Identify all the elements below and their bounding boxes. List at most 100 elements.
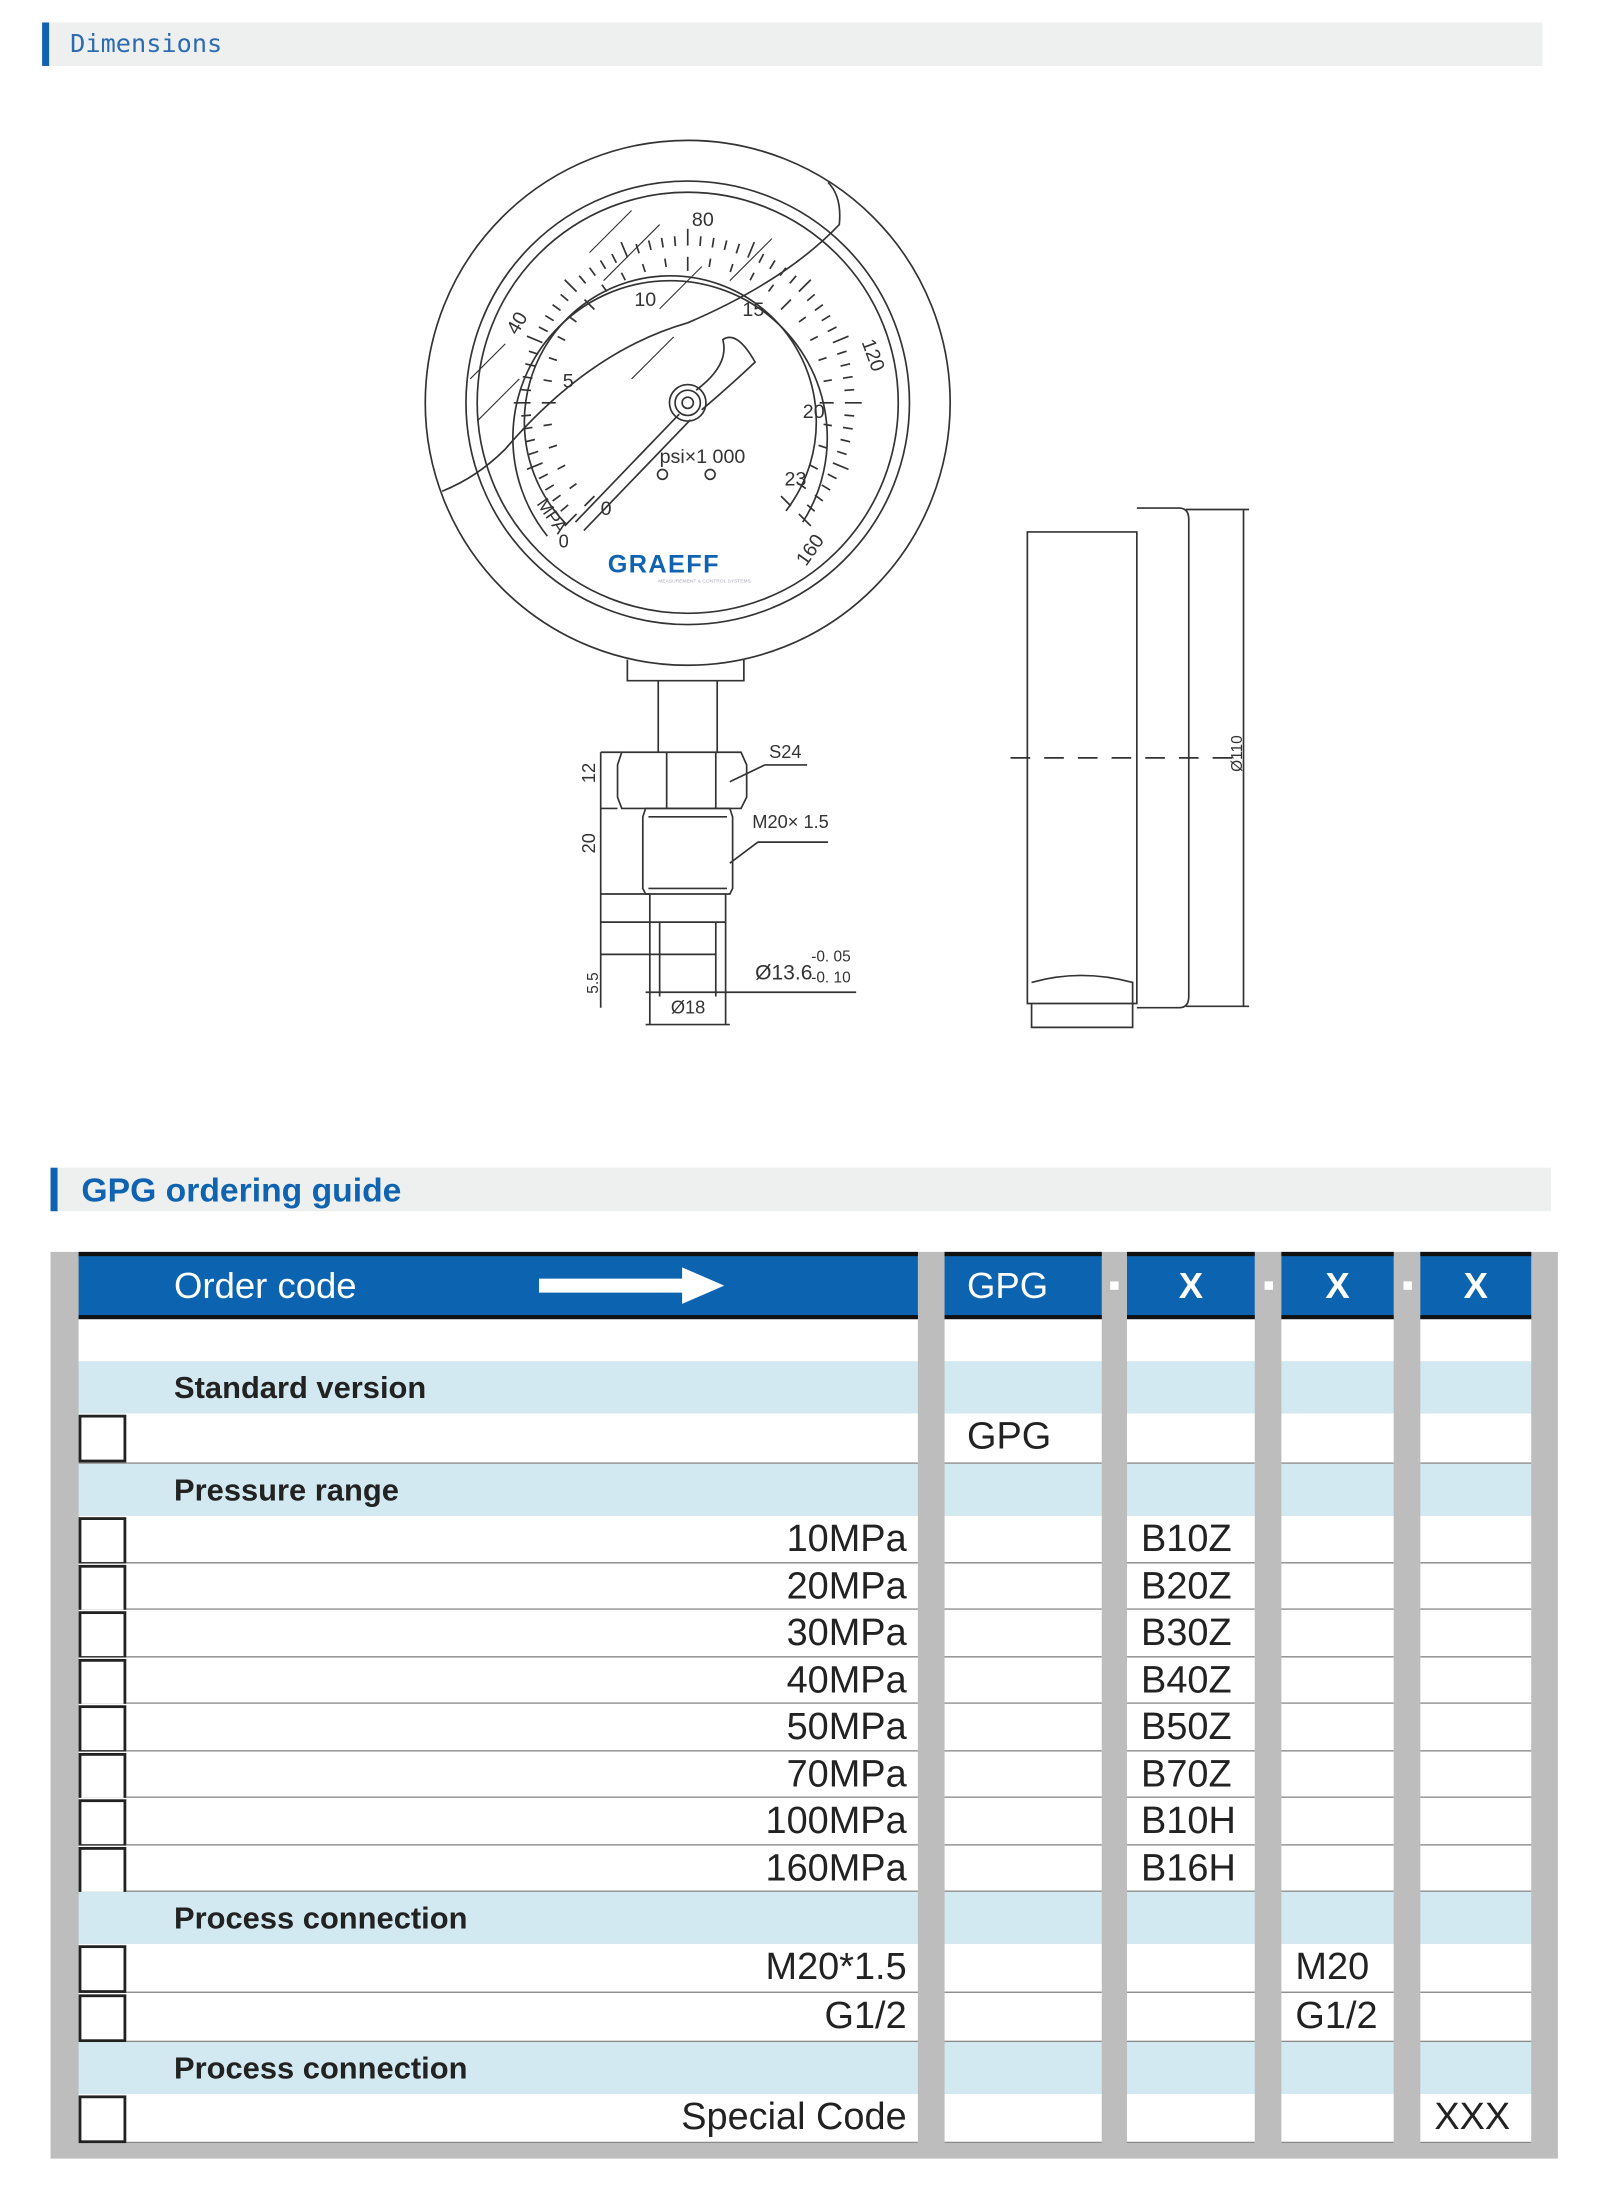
spacer-row [1281,1319,1394,1362]
brand-logo: GRAEFF [608,551,720,579]
table-row [1127,2094,1255,2144]
gauge-front-view [424,139,952,753]
table-row [1281,1656,1394,1704]
dimensions-section-header: Dimensions [42,22,1543,66]
table-row [1420,1515,1532,1563]
option-code: B50Z [1141,1705,1232,1748]
table-row [1420,1797,1532,1845]
table-row [944,1609,1102,1657]
option-label: 160MPa [765,1846,907,1889]
table-row [944,1413,1102,1464]
spacer-row [1127,1319,1255,1362]
scale-ticks [513,228,862,527]
inner-label-20: 20 [803,401,825,423]
option-label: 50MPa [786,1705,907,1748]
table-row [1420,1609,1532,1657]
option-code: B16H [1141,1846,1236,1889]
table-row [1281,1413,1394,1464]
option-checkbox[interactable] [78,2095,127,2144]
table-row [1127,1656,1255,1704]
section-band [944,1463,1102,1516]
section-band [1420,2042,1532,2095]
table-row [1420,1562,1532,1610]
table-row [78,1750,918,1798]
section-title: Process connection [174,1900,468,1936]
table-row [944,1750,1102,1798]
inner-label-23: 23 [785,469,807,491]
gauge-dimension-drawing: 40 80 120 160 0 5 10 15 20 23 MPA 0 psi×… [424,139,1250,1029]
order-code-label: Order code [174,1263,357,1306]
option-checkbox[interactable] [78,1414,127,1463]
header-x2: X [1281,1251,1394,1320]
accent-bar [42,22,50,66]
option-label: Special Code [681,2095,907,2138]
spacer-row [1420,1319,1532,1362]
section-band [78,1463,918,1516]
option-checkbox[interactable] [78,1945,127,1993]
dim-diameter-18: Ø18 [671,996,705,1017]
table-row [944,1562,1102,1610]
table-row [1281,1797,1394,1845]
table-row [1127,1992,1255,2043]
option-code: M20 [1295,1945,1370,1988]
ordering-guide-title: GPG ordering guide [81,1171,402,1210]
table-row [944,2094,1102,2144]
table-row [944,1992,1102,2043]
table-row [1420,1750,1532,1798]
table-row [1281,1992,1394,2043]
dim-thread: M20× 1.5 [752,811,829,832]
option-label: 70MPa [786,1752,907,1795]
inner-label-15: 15 [742,299,764,321]
section-band [1420,1463,1532,1516]
option-code: B30Z [1141,1611,1232,1654]
table-row [1127,1943,1255,1993]
table-row [78,2094,918,2144]
table-row [1281,1943,1394,1993]
table-row [1127,1703,1255,1751]
option-code: B70Z [1141,1752,1232,1795]
dim-diameter-110: Ø110 [1229,735,1246,772]
table-row [78,1992,918,2043]
separator-dash [1110,1281,1119,1290]
option-checkbox[interactable] [78,1994,127,2043]
dim-hex-size: S24 [769,741,801,762]
table-row [1420,2094,1532,2144]
option-code: B10Z [1141,1517,1232,1560]
header-x1-label: X [1178,1263,1204,1306]
dim-diameter-13-6: Ø13.6 [755,962,812,985]
section-band [944,1361,1102,1414]
dimensions-title: Dimensions [70,29,223,59]
table-row [1127,1413,1255,1464]
option-code: B10H [1141,1799,1236,1842]
section-band [1281,1361,1394,1414]
inner-label-5: 5 [563,370,574,392]
table-row [78,1515,918,1563]
section-band [944,2042,1102,2095]
inner-label-0: 0 [601,498,612,520]
table-row [1127,1797,1255,1845]
option-label: 30MPa [786,1611,907,1654]
option-label: 10MPa [786,1517,907,1560]
header-x3: X [1420,1251,1532,1320]
dim-5-5: 5.5 [585,972,602,993]
section-band [1127,1361,1255,1414]
outer-label-120: 120 [857,336,889,374]
table-row [78,1797,918,1845]
section-band [1420,1361,1532,1414]
table-row [78,1562,918,1610]
table-row [78,1609,918,1657]
table-row [1281,1703,1394,1751]
table-row [1127,1515,1255,1563]
tolerance-upper: -0. 05 [811,948,850,965]
table-row [1420,1844,1532,1892]
dim-12: 12 [578,763,599,783]
section-title: Process connection [174,2050,468,2086]
outer-label-80: 80 [692,209,714,231]
section-band [1127,1891,1255,1944]
option-code: G1/2 [1295,1994,1378,2037]
table-row [1281,2094,1394,2144]
table-row [944,1943,1102,1993]
header-gpg-label: GPG [967,1263,1049,1306]
spacer-row [78,1319,918,1362]
